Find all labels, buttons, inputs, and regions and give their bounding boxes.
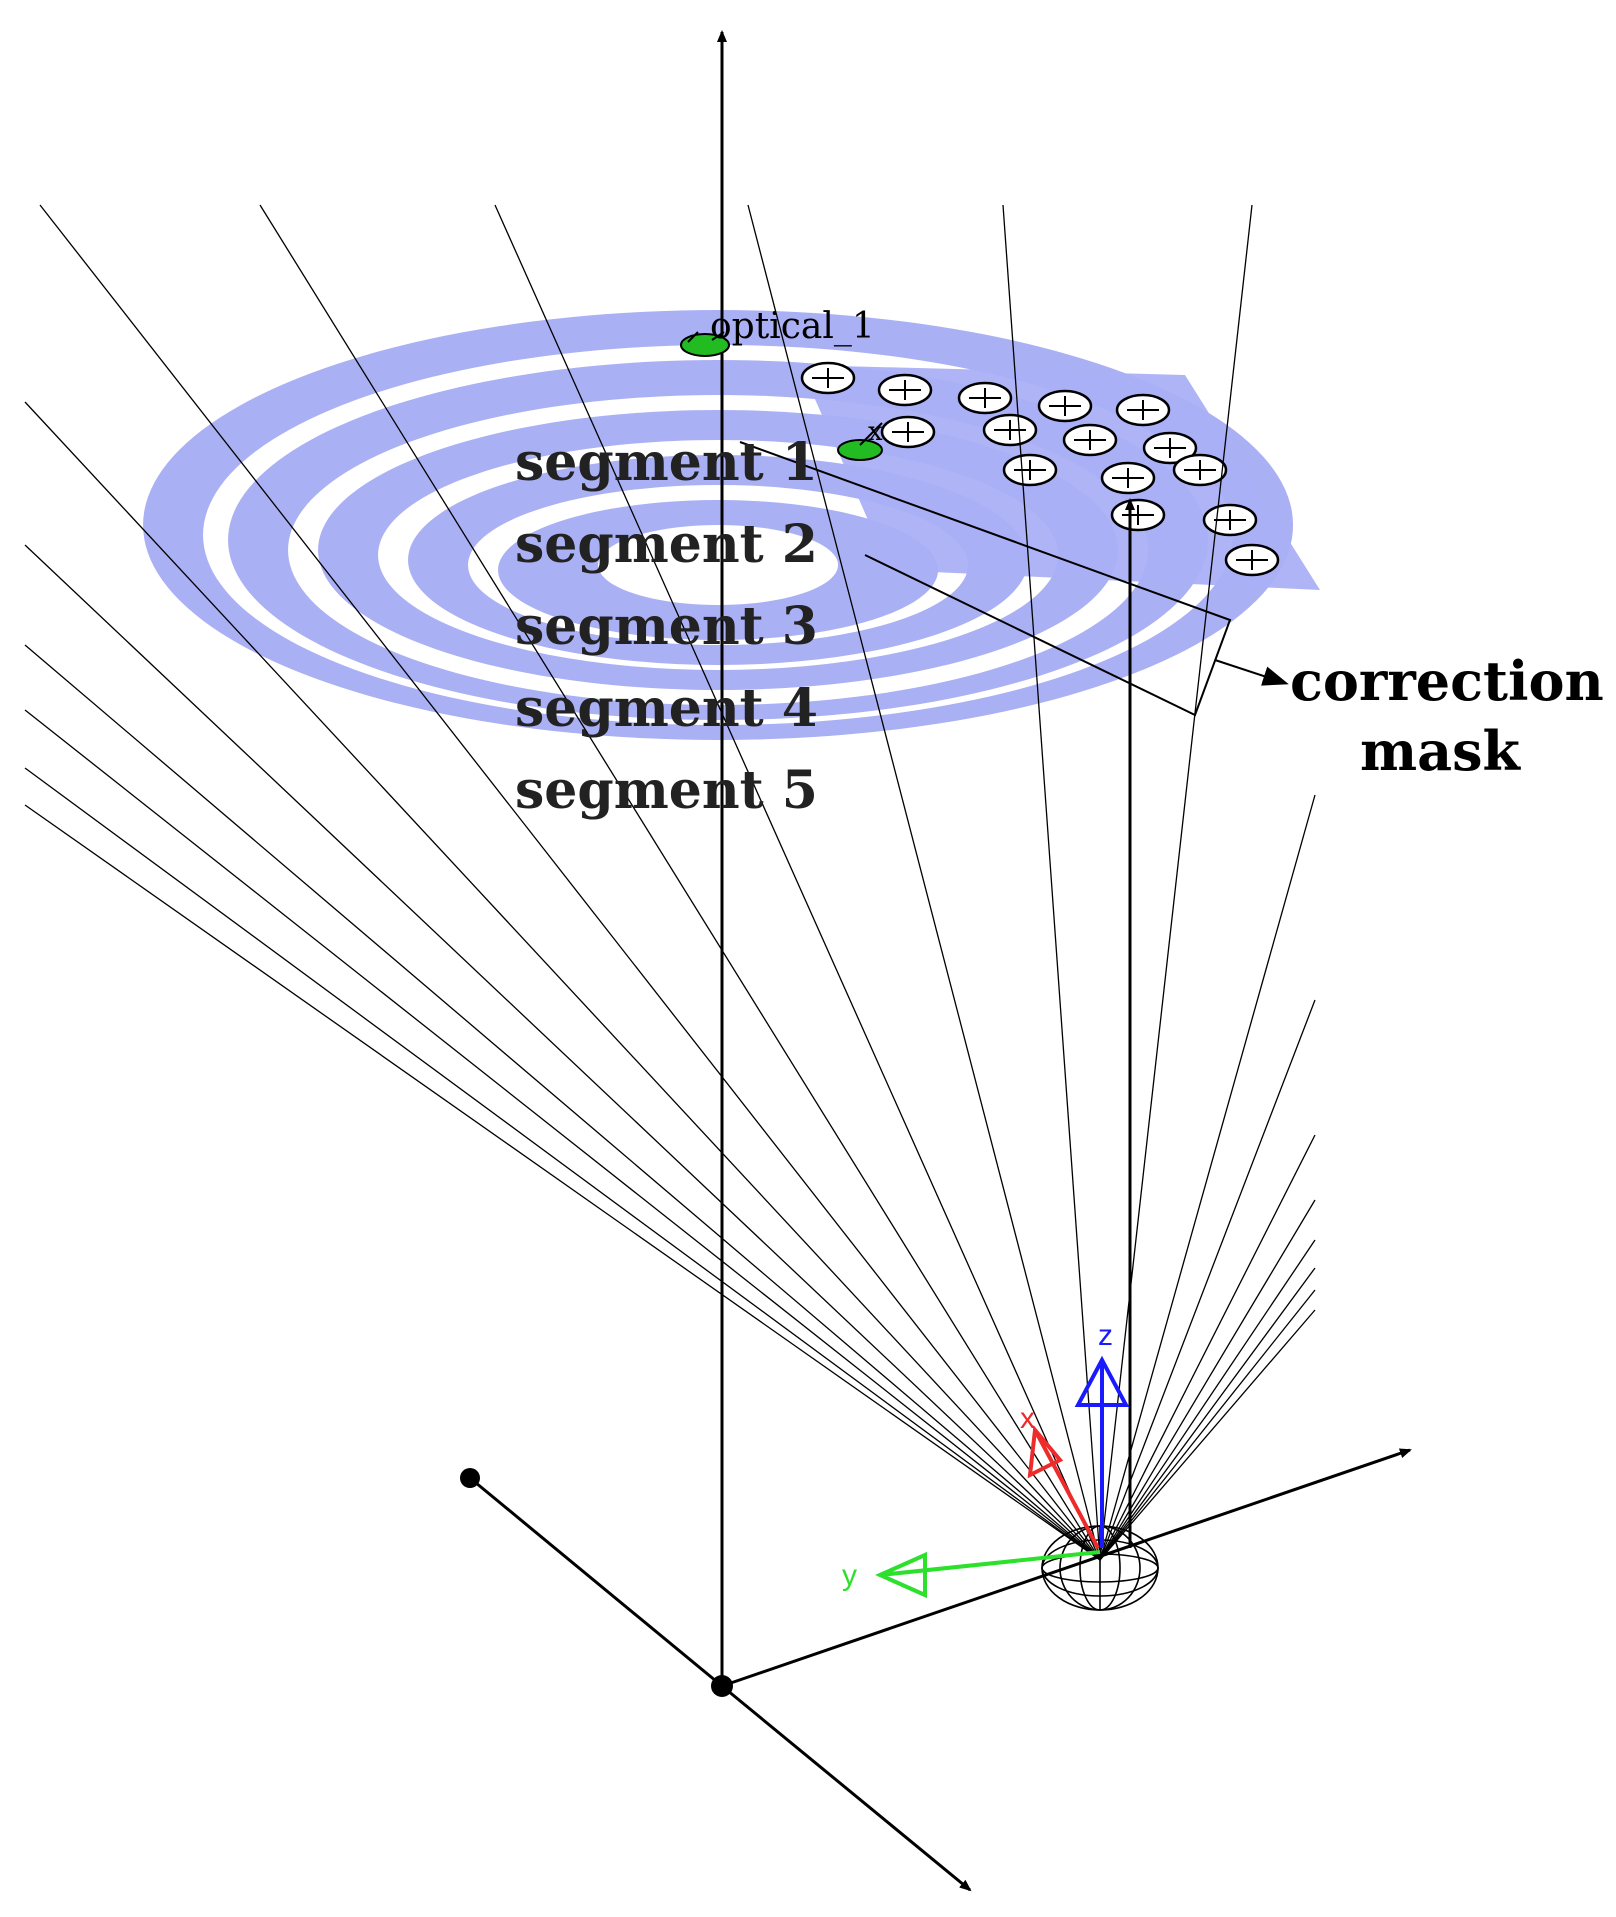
- mask-hole: [1100, 461, 1156, 495]
- light-ray: [24, 401, 1101, 1561]
- leader-lines: [739, 441, 1289, 717]
- light-ray: [24, 709, 1101, 1561]
- light-ray: [1099, 794, 1316, 1561]
- mask-hole: [1062, 423, 1118, 457]
- light-ray: [24, 644, 1101, 1561]
- global-horizontal-axis: [721, 1448, 1412, 1688]
- light-ray: [1099, 1309, 1316, 1561]
- mask-holes: [800, 361, 1280, 577]
- correction-label-line2: mask: [1360, 719, 1522, 783]
- optical-label: optical_1: [710, 306, 875, 347]
- mask-hole: [1142, 431, 1198, 465]
- mask-hole: [1110, 498, 1166, 532]
- light-ray: [1002, 204, 1101, 1561]
- correction-mask: [800, 361, 1320, 590]
- mask-hole: [1224, 543, 1280, 577]
- light-ray: [39, 204, 1101, 1561]
- correction-label-line1: correction: [1290, 649, 1604, 713]
- local-z-label: z: [1098, 1319, 1113, 1352]
- light-ray: [1099, 1134, 1316, 1561]
- segment-labels: segment 1 segment 2 segment 3 segment 4 …: [515, 432, 818, 821]
- mask-hole: [1002, 453, 1058, 487]
- light-ray: [1099, 1239, 1316, 1561]
- segment-marker: [837, 422, 883, 461]
- light-ray: [494, 204, 1101, 1561]
- mask-hole: [957, 381, 1013, 415]
- light-ray: [24, 767, 1101, 1561]
- light-ray: [24, 544, 1101, 1561]
- segment-rings: [143, 310, 1294, 740]
- segment-label-4: segment 4: [515, 678, 818, 739]
- mask-hole: [1115, 393, 1171, 427]
- local-x-label: x: [1020, 1402, 1035, 1435]
- mask-plate: [800, 365, 1320, 590]
- local-y-label: y: [842, 1559, 857, 1592]
- mask-hole: [1037, 389, 1093, 423]
- leader-correction: [1214, 659, 1289, 686]
- mask-hole: [1172, 453, 1228, 487]
- global-x-axis: [721, 1684, 972, 1892]
- optical-marker: [680, 331, 730, 357]
- light-rays: [24, 204, 1316, 1561]
- segment-label-5: segment 5: [515, 760, 818, 821]
- local-frame: [875, 1355, 1130, 1599]
- segment-label-2: segment 2: [515, 514, 818, 575]
- light-ray: [1099, 999, 1316, 1561]
- mask-hole: [1202, 503, 1258, 537]
- light-ray: [1099, 204, 1253, 1561]
- mask-hole: [982, 413, 1038, 447]
- global-axes: [469, 30, 1412, 1892]
- light-ray: [1099, 1267, 1316, 1561]
- local-y-arrowhead: [875, 1551, 927, 1599]
- axis-end-dot: [460, 1468, 480, 1488]
- light-ray: [24, 804, 1101, 1561]
- light-ray: [259, 204, 1101, 1561]
- leader-segment-1: [739, 441, 1232, 717]
- light-ray: [1099, 1199, 1316, 1561]
- local-y-axis: [879, 1550, 1101, 1577]
- segment-label-3: segment 3: [515, 596, 818, 657]
- origin-dot: [711, 1675, 733, 1697]
- global-y-axis: [469, 1476, 723, 1688]
- local-x-arrowhead: [1027, 1425, 1064, 1479]
- ring-segment-1: [498, 500, 939, 640]
- mask-hole: [800, 361, 856, 395]
- mask-hole: [877, 373, 933, 407]
- light-ray: [747, 204, 1101, 1561]
- correction-mask-label: correction mask: [1290, 649, 1604, 783]
- segment-label-1: segment 1: [515, 432, 818, 493]
- local-x-axis: [1033, 1429, 1100, 1549]
- light-ray: [1099, 1289, 1316, 1561]
- mask-hole: [880, 415, 936, 449]
- local-z-arrowhead: [1074, 1355, 1130, 1407]
- marker-axis-label: x: [868, 417, 883, 447]
